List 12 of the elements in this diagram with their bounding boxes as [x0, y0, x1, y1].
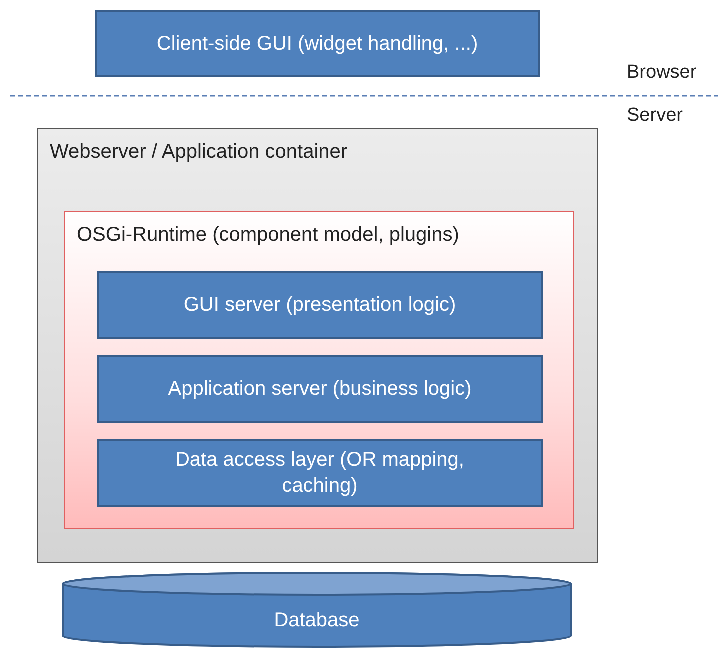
- zone-label: Server: [627, 105, 683, 127]
- zone-label: Browser: [627, 62, 697, 84]
- group-title: Webserver / Application container: [50, 141, 348, 164]
- layer-box: GUI server (presentation logic): [97, 271, 543, 339]
- group-title: OSGi-Runtime (component model, plugins): [77, 224, 460, 247]
- database-label: Database: [274, 609, 360, 632]
- container-box: [37, 128, 598, 563]
- database-cylinder: [62, 572, 572, 648]
- layer-box: Data access layer (OR mapping, caching): [97, 439, 543, 507]
- layer-box: Client-side GUI (widget handling, ...): [95, 10, 540, 77]
- layer-box: Application server (business logic): [97, 355, 543, 423]
- runtime-box: [64, 211, 574, 529]
